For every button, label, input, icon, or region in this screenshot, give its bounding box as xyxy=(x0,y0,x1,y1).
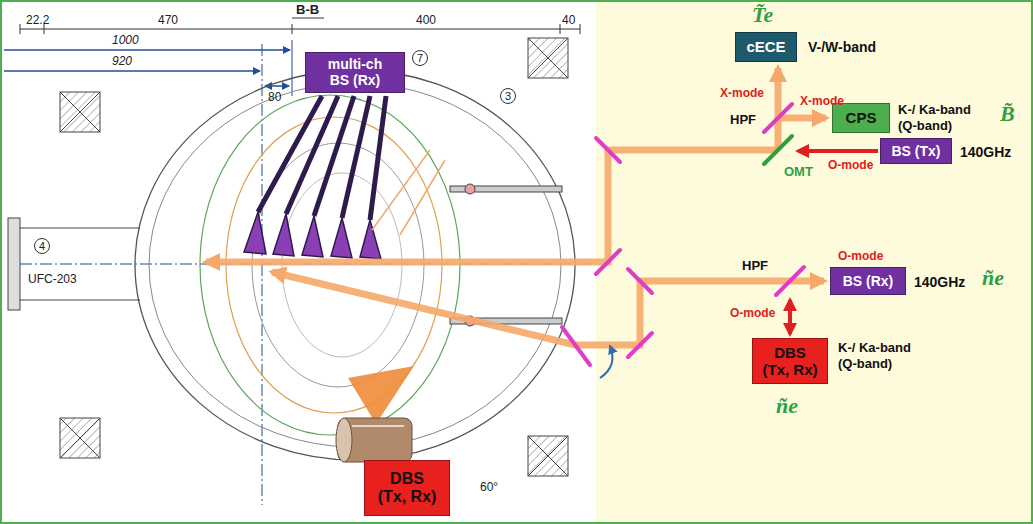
section-label: B-B xyxy=(296,2,319,18)
ece-box: cECE xyxy=(735,32,797,62)
mirrors xyxy=(562,104,804,365)
box-text: BS (Rx) xyxy=(843,273,894,289)
band-label: K-/ Ka-band (Q-band) xyxy=(838,340,930,371)
dimension-label: 400 xyxy=(416,13,436,27)
reference-arrows xyxy=(4,40,590,505)
beam-paths xyxy=(206,68,826,345)
splitter-label: OMT xyxy=(784,164,813,180)
dbs-box: DBS (Tx, Rx) xyxy=(752,338,828,384)
mode-label: X-mode xyxy=(800,94,844,108)
dimension-label: 22.2 xyxy=(26,13,49,27)
mode-label: X-mode xyxy=(720,86,764,100)
dimension-label: 40 xyxy=(562,13,575,27)
mode-label: O-mode xyxy=(730,306,775,320)
angle-label: 60° xyxy=(480,480,498,494)
receiver-box: BS (Rx) xyxy=(830,267,906,295)
dimension-label: 1000 xyxy=(112,33,139,47)
signal-symbol: T̃e xyxy=(752,3,773,27)
frequency-label: 140GHz xyxy=(960,144,1011,161)
box-text: multi-ch BS (Rx) xyxy=(320,56,390,88)
callout-number: 7 xyxy=(412,50,428,66)
dimension-label: 80 xyxy=(268,90,281,104)
dbs-horn-photo xyxy=(336,366,414,462)
dimension-label: 920 xyxy=(112,54,132,68)
dimension-lines xyxy=(20,18,580,34)
box-text: DBS (Tx, Rx) xyxy=(376,470,438,507)
frequency-label: 140GHz xyxy=(914,274,965,291)
callout-number: 4 xyxy=(34,238,50,254)
signal-symbol: ñe xyxy=(982,266,1004,290)
signal-symbol: ñe xyxy=(776,394,798,418)
filter-label: HPF xyxy=(742,258,768,274)
mode-label: O-mode xyxy=(828,158,873,172)
receiver-box: multi-ch BS (Rx) xyxy=(305,52,405,93)
box-text: BS (Tx) xyxy=(892,143,941,159)
box-text: CPS xyxy=(846,109,877,126)
transmitter-box: BS (Tx) xyxy=(880,138,952,164)
filter-label: HPF xyxy=(730,112,756,128)
box-text: DBS (Tx, Rx) xyxy=(761,344,819,379)
port-flanges xyxy=(8,184,562,326)
dbs-box: DBS (Tx, Rx) xyxy=(364,460,450,516)
box-text: cECE xyxy=(746,38,785,55)
coil-blocks xyxy=(60,38,568,476)
part-label: UFC-203 xyxy=(28,272,77,286)
band-label: K-/ Ka-band (Q-band) xyxy=(898,102,984,133)
omt-splitter xyxy=(764,136,792,164)
band-label: V-/W-band xyxy=(808,39,876,56)
antenna-horns xyxy=(244,96,445,259)
yellow-panel xyxy=(596,2,1031,522)
rotation-arrow xyxy=(600,346,612,378)
callout-number: 3 xyxy=(500,88,516,104)
mode-label: O-mode xyxy=(838,249,883,263)
signal-symbol: B̃ xyxy=(1000,102,1015,126)
dimension-label: 470 xyxy=(158,13,178,27)
